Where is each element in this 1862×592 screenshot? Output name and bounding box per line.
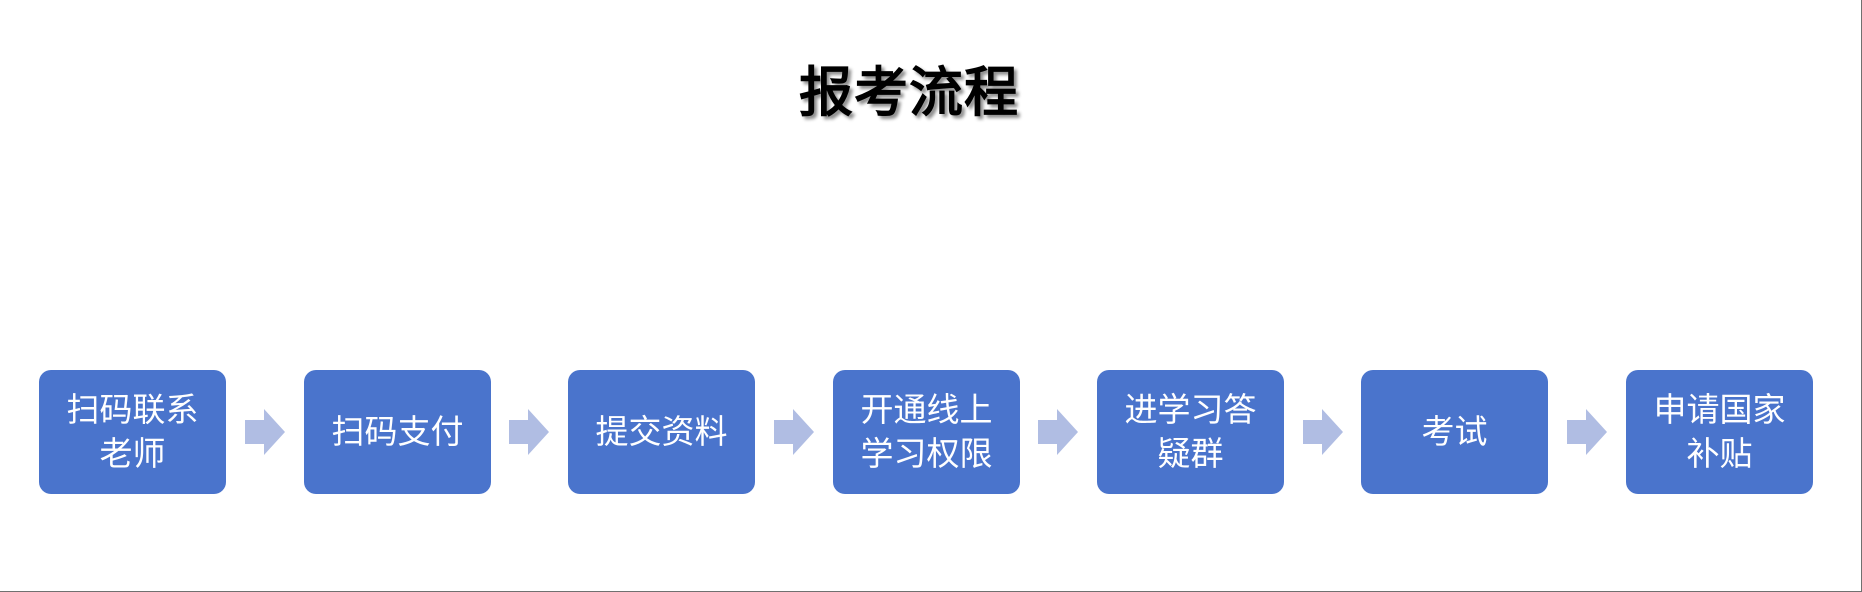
step-3-submit-documents: 提交资料 — [568, 370, 755, 494]
step-7-apply-subsidy: 申请国家 补贴 — [1626, 370, 1813, 494]
step-1-contact-teacher: 扫码联系 老师 — [39, 370, 226, 494]
right-arrow-icon — [509, 409, 549, 455]
right-arrow-icon — [774, 409, 814, 455]
step-2-pay: 扫码支付 — [304, 370, 491, 494]
step-6-exam: 考试 — [1361, 370, 1548, 494]
right-arrow-icon — [1567, 409, 1607, 455]
right-arrow-icon — [1303, 409, 1343, 455]
step-label-line: 扫码联系 — [66, 390, 199, 429]
right-arrow-icon — [245, 409, 285, 455]
step-label-line: 补贴 — [1686, 434, 1753, 473]
step-4-open-online-access: 开通线上 学习权限 — [833, 370, 1020, 494]
step-label-line: 开通线上 — [860, 390, 993, 429]
step-label-line: 进学习答 — [1124, 390, 1257, 429]
step-label-line: 提交资料 — [595, 412, 728, 451]
step-label-line: 老师 — [99, 434, 166, 473]
step-label-line: 扫码支付 — [331, 412, 464, 451]
step-label-line: 申请国家 — [1653, 390, 1786, 429]
step-label-line: 考试 — [1421, 412, 1488, 451]
step-label-line: 疑群 — [1157, 434, 1224, 473]
right-arrow-icon — [1038, 409, 1078, 455]
step-label-line: 学习权限 — [860, 434, 993, 473]
step-5-join-qa-group: 进学习答 疑群 — [1097, 370, 1284, 494]
page-title: 报考流程 — [799, 60, 1019, 124]
